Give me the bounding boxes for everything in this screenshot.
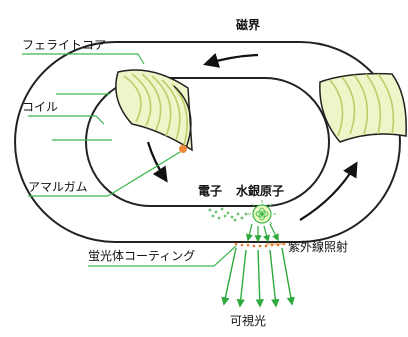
amalgam-dot (179, 145, 187, 153)
label-uv-radiation: 紫外線照射 (288, 240, 349, 254)
right-coil (319, 72, 407, 143)
visible-light-arrows (221, 247, 295, 308)
label-visible-light: 可視光 (230, 314, 267, 328)
electron-dots (208, 207, 248, 222)
leader-lines (22, 53, 237, 267)
label-phosphor-coating: 蛍光体コーティング (88, 249, 196, 263)
field-arrow-left (146, 141, 168, 183)
uv-dots (234, 242, 286, 248)
uv-arrows (245, 223, 279, 243)
field-arrow-top (203, 53, 259, 68)
field-arrow-right (299, 161, 358, 221)
label-magnetic-field: 磁界 (236, 18, 261, 32)
field-arrows (146, 53, 358, 221)
label-amalgam: アマルガム (28, 180, 88, 194)
left-coil (115, 69, 193, 152)
label-coil: コイル (22, 100, 59, 114)
label-electron: 電子 (198, 184, 223, 198)
label-mercury-atom: 水銀原子 (236, 184, 285, 198)
mercury-atom (248, 200, 276, 225)
lamp-tube (14, 41, 401, 243)
label-ferrite-core: フェライトコア (22, 38, 107, 52)
